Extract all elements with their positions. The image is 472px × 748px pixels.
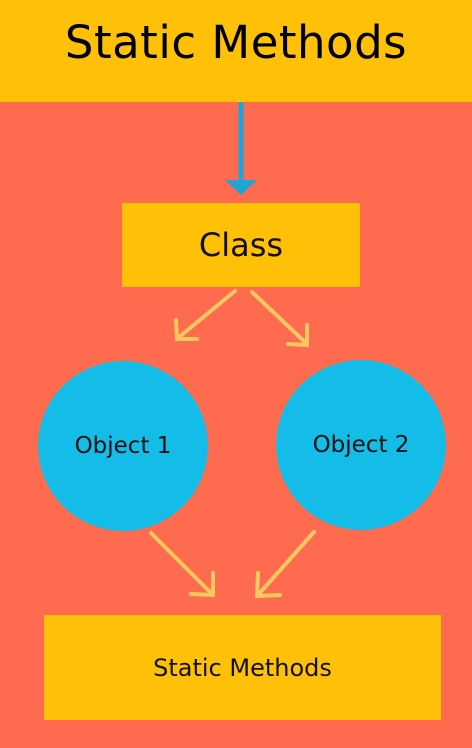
- arrow-object2-to-static: [254, 530, 316, 599]
- class-label: Class: [198, 226, 284, 264]
- arrow-title-to-class-head: [225, 180, 257, 195]
- class-node: Class: [122, 203, 360, 287]
- object2-label: Object 2: [312, 432, 410, 458]
- object2-node: Object 2: [276, 360, 446, 530]
- static-methods-label: Static Methods: [153, 653, 332, 682]
- arrow-object1-to-static: [149, 531, 215, 598]
- arrow-class-to-object2: [250, 290, 309, 348]
- arrow-class-to-object1: [174, 289, 237, 341]
- title-banner: Static Methods: [0, 0, 472, 102]
- static-methods-node: Static Methods: [44, 615, 441, 720]
- page-title: Static Methods: [64, 15, 408, 69]
- object1-node: Object 1: [38, 361, 208, 531]
- object1-label: Object 1: [74, 433, 172, 459]
